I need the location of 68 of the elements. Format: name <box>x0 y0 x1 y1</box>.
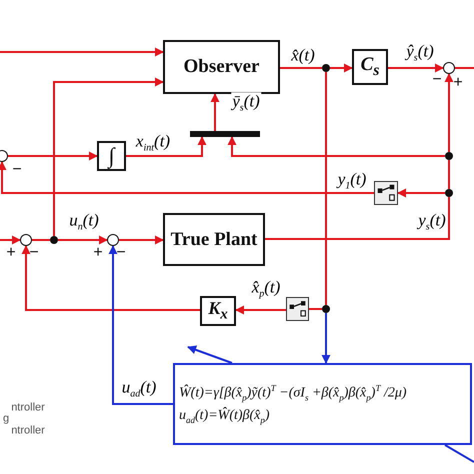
signal-label: ȳ$_{s}$(t) <box>231 92 261 114</box>
arrow <box>0 161 374 194</box>
signal-label: y$_{s}$(t) <box>417 211 447 233</box>
signal-label: ŷ$_{s}$(t) <box>405 42 435 64</box>
switch-block <box>374 181 398 205</box>
sign-label: + <box>93 245 103 261</box>
block-label: True Plant <box>170 228 258 250</box>
arrow <box>228 136 445 157</box>
signal-line <box>280 67 322 69</box>
arrow <box>235 306 286 314</box>
arrow <box>0 48 164 56</box>
signal-line <box>325 72 327 305</box>
sign-label: − <box>116 245 126 261</box>
arrow <box>108 245 173 405</box>
block <box>352 49 388 85</box>
block-label: Observer <box>184 56 260 78</box>
junction-dot <box>322 305 330 313</box>
arrow <box>444 73 454 152</box>
legend-text: ntroller <box>11 426 45 436</box>
arrow <box>126 136 206 157</box>
block <box>97 141 126 171</box>
signal-line <box>455 67 474 69</box>
arrow <box>322 313 330 364</box>
arrow <box>330 64 353 72</box>
junction-dot <box>50 236 58 244</box>
formula-box <box>173 363 472 445</box>
arrow <box>210 93 220 131</box>
summing-junction <box>107 234 119 246</box>
signal-line <box>309 308 322 310</box>
legend-text: ntroller <box>11 402 45 414</box>
sign-label: + <box>453 75 463 91</box>
arrow <box>0 236 21 244</box>
signal-line <box>265 197 450 240</box>
block-label: ∫ <box>108 143 115 169</box>
equation: Ŵ̇(t)=γ[β(x̂$_{p}$)ỹ(t)$^{T}$ −(σI$_{s}$ +β(x̂$_{p}$)β(x̂$_{p}$)$^{T}$ /2μ) <box>179 382 408 402</box>
arrow <box>53 78 164 236</box>
sign-label: + <box>6 245 16 261</box>
sign-label: − <box>12 162 22 178</box>
signal-line <box>448 160 450 189</box>
block <box>200 296 236 326</box>
signal-label: u$_{ad}$(t) <box>120 378 158 400</box>
summing-junction <box>443 62 455 74</box>
block-label: C$_{s}$ <box>360 54 380 80</box>
junction-dot <box>322 64 330 72</box>
switch-block <box>286 297 309 321</box>
signal-label: x̂$_{p}$(t) <box>250 278 282 300</box>
arrow <box>388 64 444 72</box>
junction-dot <box>445 189 453 197</box>
block <box>163 213 265 266</box>
summing-junction <box>20 234 32 246</box>
arrow <box>22 245 200 311</box>
arrow <box>119 236 164 244</box>
sign-label: − <box>29 245 39 261</box>
mux-bar <box>190 131 260 137</box>
signal-label: x̂(t) <box>290 46 316 66</box>
arrow <box>187 346 232 364</box>
arrow <box>397 188 445 198</box>
equation: u$_{ad}$(t)=Ŵ(t)β(x̂$_{p}$) <box>179 408 271 426</box>
arrow <box>58 236 108 244</box>
sign-label: − <box>432 72 442 88</box>
signal-line <box>32 239 50 241</box>
signal-line <box>444 444 474 463</box>
signal-label: x$_{int}$(t) <box>134 132 172 154</box>
block <box>163 40 280 94</box>
block-label: K$_{x}$ <box>208 298 228 324</box>
arrow <box>8 152 98 160</box>
legend-text: g <box>2 414 10 424</box>
junction-dot <box>445 152 453 160</box>
